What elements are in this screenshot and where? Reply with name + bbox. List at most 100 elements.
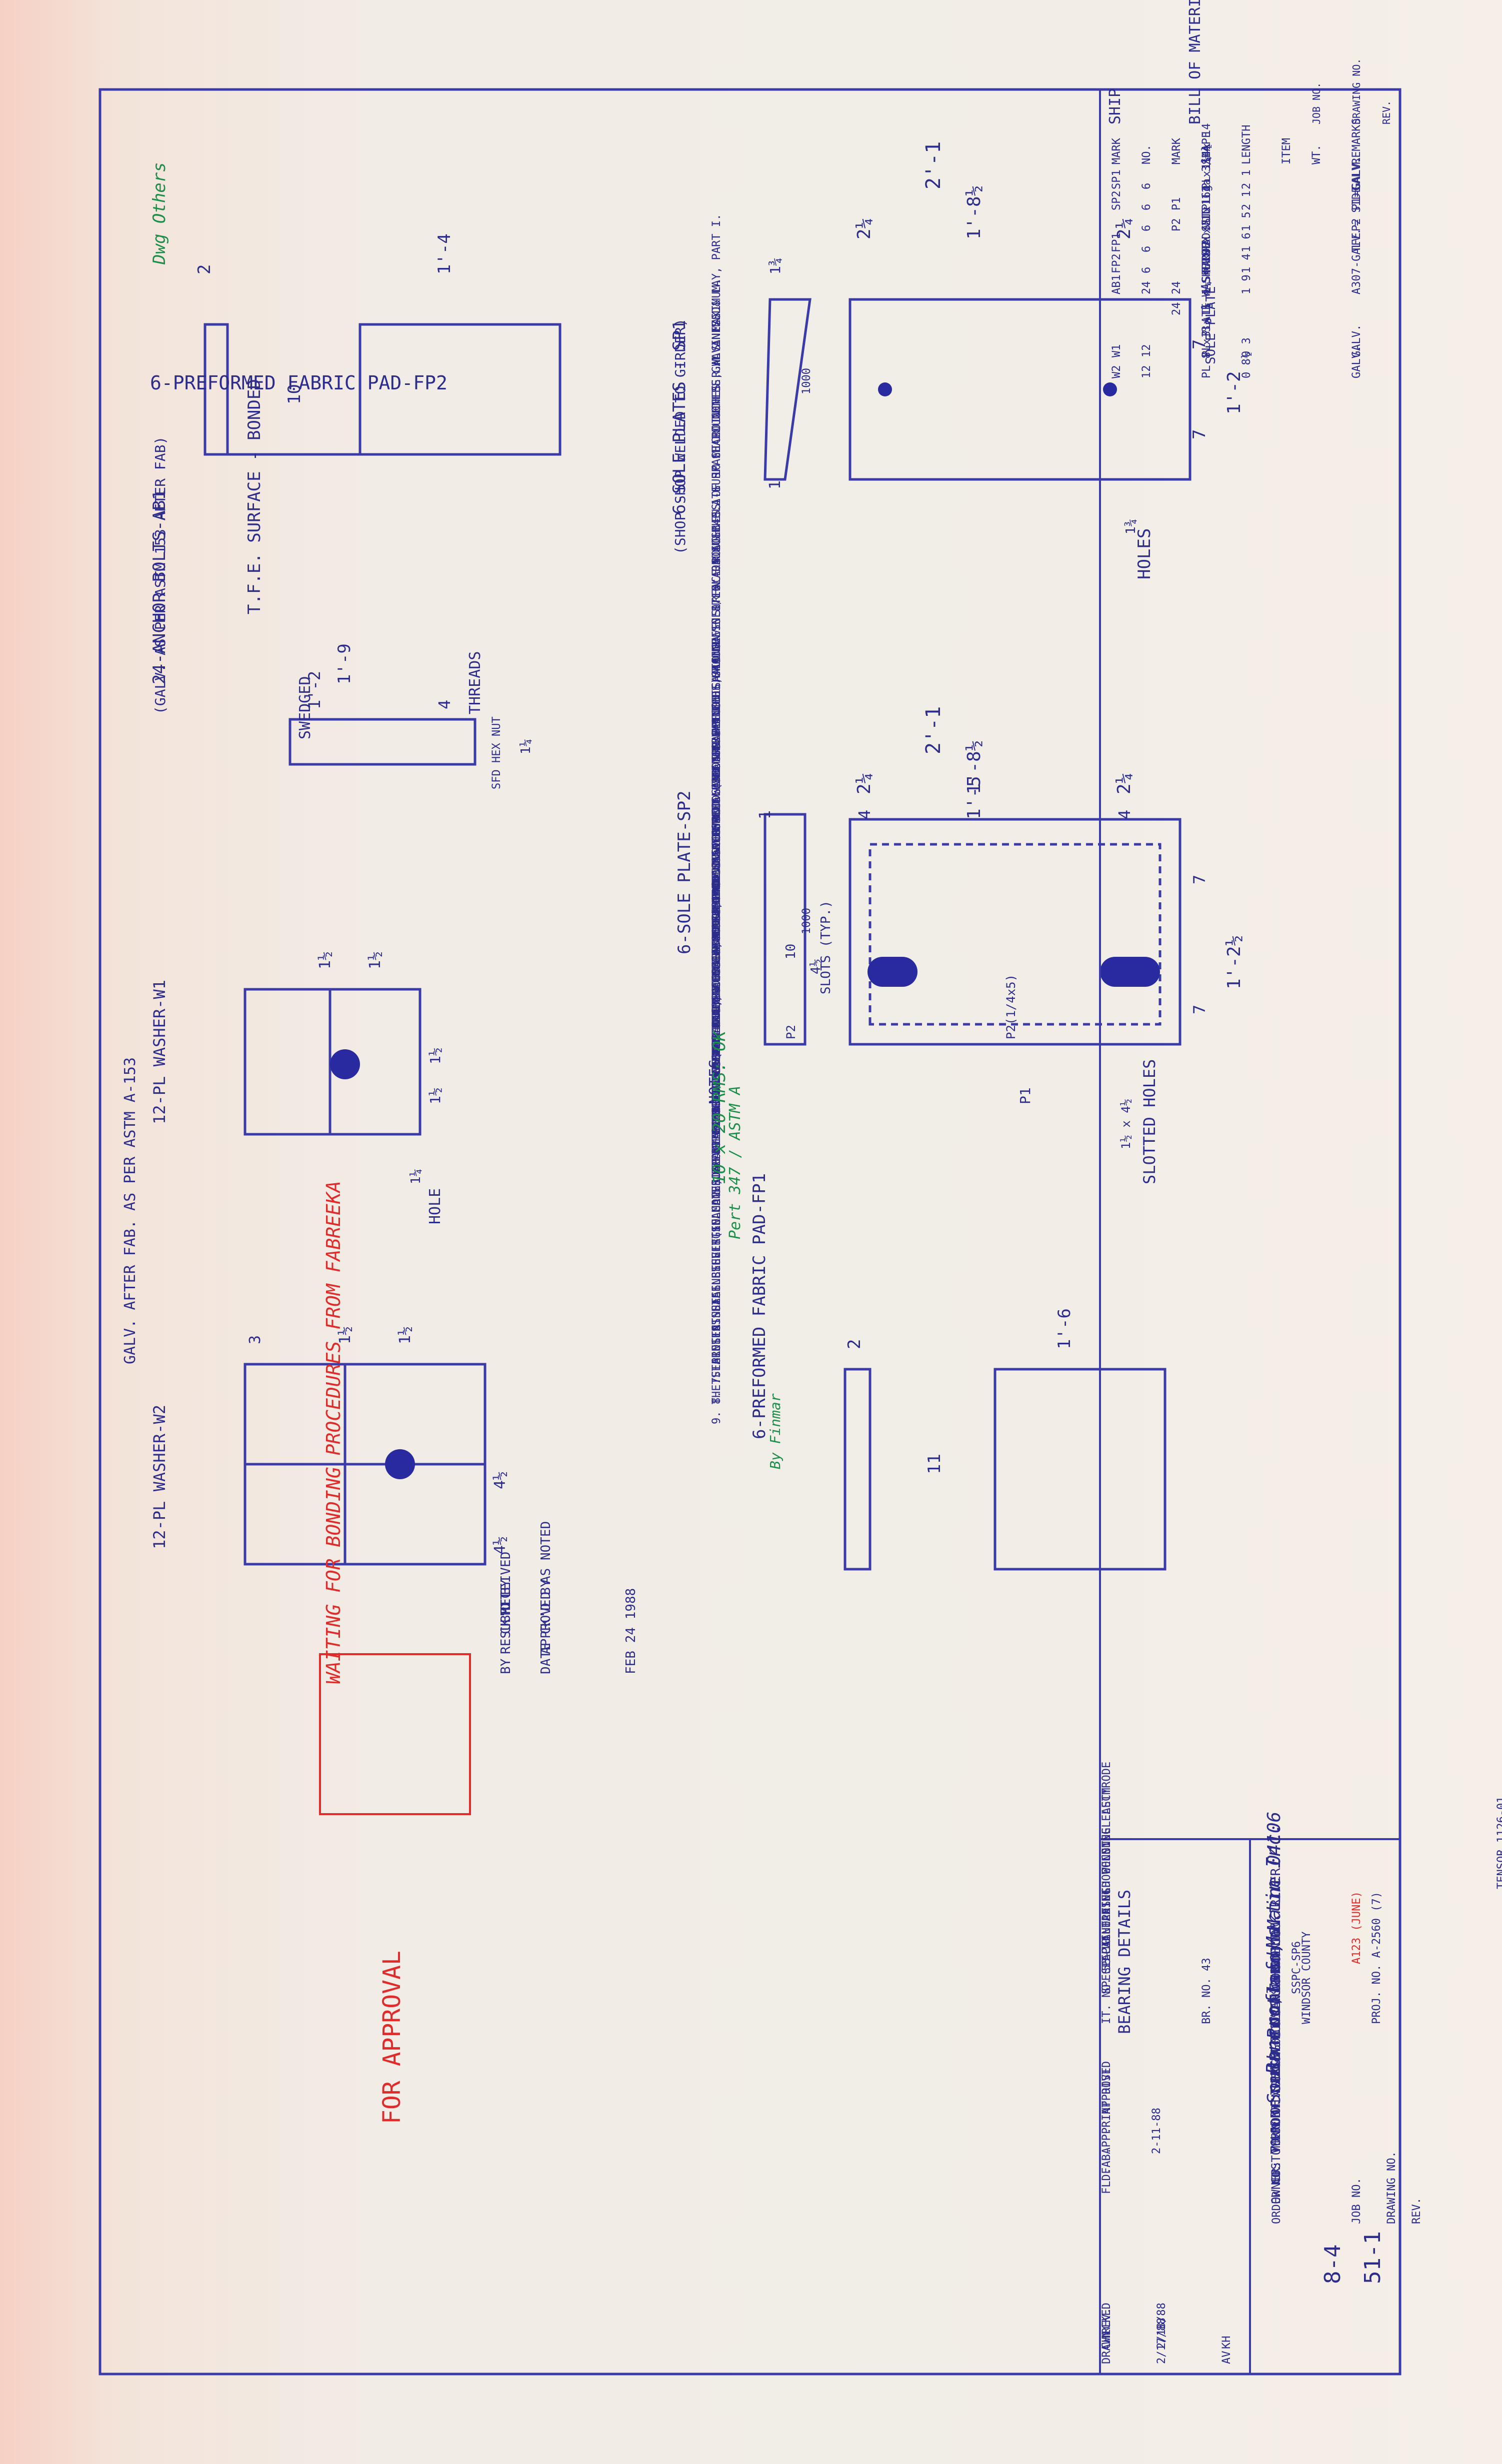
pad-fp2-title: 6-PREFORMED FABRIC PAD-FP2 <box>150 372 448 394</box>
for-approval: FOR APPROVAL <box>378 1951 406 2124</box>
sp1-dim-left: 2¼ <box>854 218 874 239</box>
fp1-dim-side: 11 <box>924 1454 944 1474</box>
tb-shop-conn: SHOP CONN. <box>1100 1828 1113 1894</box>
bom-drawing-no: DRAWING NO. <box>1350 58 1362 124</box>
tb-special-paint: SPECIAL PAINT <box>1100 1888 1113 1974</box>
bom-cell: 6 <box>1140 225 1153 231</box>
bom-cell: GALV. <box>1350 345 1363 378</box>
fp1-title: 6-PREFORMED FABRIC PAD-FP1 <box>750 1173 770 1439</box>
sp2-hole: 1½ x 4½ <box>1119 1099 1133 1149</box>
tb-special-cleaning: SPECIAL CLEANING <box>1100 1888 1113 1994</box>
tb-drawn-by: AV <box>1220 2351 1233 2365</box>
bom-cell: PL 8 x 3 <box>1200 325 1213 378</box>
fp1-thk: 2 <box>844 1339 864 1349</box>
tb-drawing-number: 51-1 <box>1360 2231 1386 2284</box>
bom-col-wt: WT. <box>1310 144 1323 164</box>
w1-hole <box>330 1049 360 1079</box>
w1-dim-b: 1½ <box>366 951 384 969</box>
sp2-p2-note: P2(1/4x5) <box>1004 974 1018 1039</box>
sp2-slotted: SLOTTED HOLES <box>1140 1059 1159 1184</box>
bom-cell: FP1 <box>1110 232 1123 252</box>
tb-fab: FAB. <box>1100 2148 1113 2174</box>
tb-sspc: SSPC-SP6 <box>1290 1941 1303 1994</box>
bom-cell: AB1 <box>1110 274 1123 294</box>
ab1-dim-swedged: 1'-2 <box>305 671 324 709</box>
note-3: 3. PRIOR TO GALVANIZING, ALL CORNERS AND… <box>710 525 723 1154</box>
washer-w1-view <box>244 988 422 1136</box>
sp1-dim-h1: 7 <box>1190 429 1210 439</box>
bom-cell: 6 <box>1140 204 1153 210</box>
fp1-note: By Finmar <box>767 1393 784 1469</box>
bom-cell: 1¼ Φ ROD <box>1200 241 1213 294</box>
bom-cell: P1=GALV. <box>1350 157 1363 210</box>
tb-checked-date: 2/18/88 <box>1156 2303 1168 2349</box>
bom-cell: SST 16ga 3/14 <box>1200 145 1213 231</box>
bom-cell: 1¼ Φ SFD HEX NUT <box>1200 209 1213 315</box>
annotation-red-box: WAITING FOR BONDING PROCEDURES FROM FABR… <box>322 1181 344 1684</box>
sp1-hole-dia: 1¾ <box>1124 519 1138 534</box>
ab1-sub: (GALV. AS PER ASTM 153 AFTER FAB) <box>152 436 168 714</box>
sp1-holes: HOLES <box>1134 528 1154 579</box>
sp2-dim-r: 2¼ <box>1114 773 1134 794</box>
sp1-hole-1 <box>878 382 892 396</box>
bom-section-sole: SOLE PLATE <box>1204 286 1218 364</box>
anchor-bolt-view <box>288 718 476 766</box>
bom-col-mark2: MARK <box>1170 137 1183 164</box>
w1-hole-label: HOLE <box>426 1188 444 1224</box>
bom-cell: PAD 2 x 11 <box>1200 186 1213 252</box>
note-8: 8. TFE RESIN SHALL BE VIRGIN MATERIAL ME… <box>710 636 723 1404</box>
w2-dim-b: 1½ <box>396 1326 414 1344</box>
sp2-dim-7b: 7 <box>1190 875 1209 884</box>
w2-galv: GALV. AFTER FAB. AS PER ASTM A-153 <box>122 1057 139 1364</box>
w1-hole-dia: 1¼ <box>408 1169 424 1184</box>
sole-sp1-view <box>764 298 1192 481</box>
tb-checked-by: KH <box>1220 2336 1233 2350</box>
ab1-title: 24-ANCHOR BOLTS-AB1 <box>150 490 170 684</box>
sp2-slots: SLOTS (TYP.) <box>818 900 834 994</box>
tb-holes: HOLES <box>1100 1901 1113 1934</box>
red-annotation-box <box>319 1653 471 1815</box>
ab1-threads: THREADS <box>466 651 484 714</box>
bom-col-shape: SHAPE <box>1200 131 1213 164</box>
stamp-resubmit: RESUBMIT <box>498 1591 514 1654</box>
tb-proj-no: PROJ. NO. A-2560 (7) <box>1370 1892 1383 2024</box>
sp2-dim-mid: 1'-8½ <box>964 740 984 794</box>
stamp-approved: APPROVED AS NOTED <box>538 1521 554 1654</box>
note-4: 4. THICKER EDGE OF SOLE PLATE TO BE MARK… <box>710 883 723 1174</box>
bom-title: BILL OF MATERIAL <box>1186 0 1204 124</box>
w2-dim-3: 3 <box>246 1335 264 1344</box>
bom-cell: 6 <box>1140 267 1153 273</box>
w2-dim-4b: 4½ <box>492 1536 509 1554</box>
bom-cell: 0 3 <box>1240 337 1253 357</box>
bom-cell: FP2 <box>1110 253 1123 273</box>
tb-town: TOWN OF SPRINGFIELD, VERMONT <box>1268 1935 1284 2154</box>
tb-county: WINDSOR COUNTY <box>1300 1932 1313 2024</box>
tb-field-conn: FIELD CONN. <box>1100 1841 1113 1914</box>
tb-order: ORDER NO. <box>1270 2165 1283 2224</box>
pad-fp2-tfe: T.F.E. SURFACE - BONDED <box>244 379 264 614</box>
sp2-ten: 10 <box>784 944 798 959</box>
notes-heading: NOTES: <box>706 1050 724 1104</box>
sp2-dim-inner: 1'-5 <box>964 776 984 819</box>
tb-app-date: 2-11-88 <box>1150 2108 1163 2154</box>
bom-cell: 6 <box>1140 246 1153 252</box>
tb-app: APP. <box>1100 2128 1113 2154</box>
sp2-title: 6-SOLE PLATE-SP2 <box>674 790 694 954</box>
bom-cell: 1 4 <box>1240 253 1253 273</box>
sp1-title: 6-SOLE PLATES - SP1 <box>670 320 690 514</box>
sp1-dim-t: 1¾ <box>767 257 784 274</box>
tb-checked: CHECKED <box>1100 2303 1113 2349</box>
bom-col-length: LENGTH <box>1240 125 1253 164</box>
title-block-frame <box>1099 1838 1401 2375</box>
sp1-hole-2 <box>1103 382 1117 396</box>
notes-block: NOTES: 1. ✓ DENOTES MACHINE SURFACE ROUG… <box>706 214 724 1424</box>
sp1-dim-right: 2¼ <box>1114 218 1134 239</box>
tb-paint: PAINT <box>1100 1921 1113 1954</box>
pad-fp2-view <box>204 323 562 456</box>
bom-cell: W1 <box>1110 344 1123 358</box>
bom-col-no: NO. <box>1140 144 1153 164</box>
bom-cell: 1 9 <box>1240 274 1253 294</box>
pad-fp2-note: Dwg Others <box>150 162 170 265</box>
sp2-slot-2 <box>1100 957 1160 987</box>
